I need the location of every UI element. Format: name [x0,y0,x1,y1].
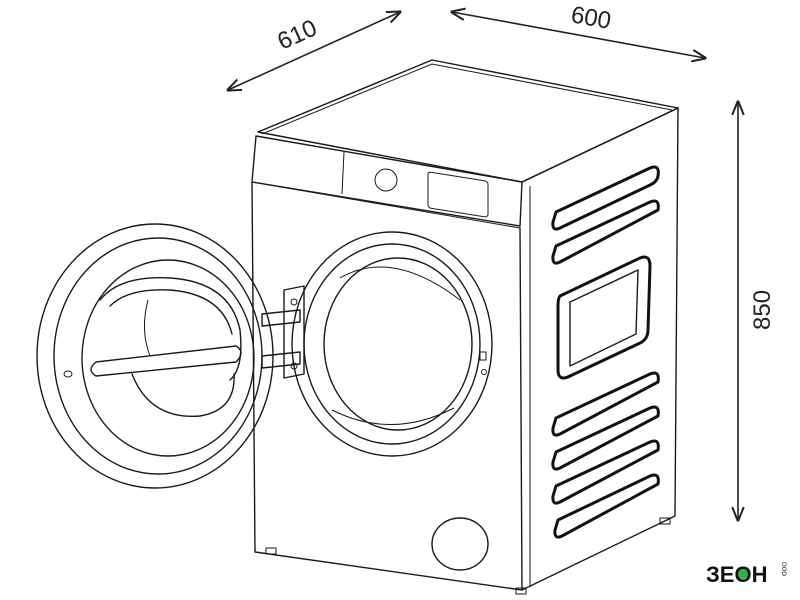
front-panel [251,181,523,591]
open-door [36,223,274,489]
depth-label: 610 [273,15,321,56]
filter-door [431,517,489,571]
feet [265,517,671,595]
door-hinges [261,285,305,379]
height-dimension: 850 [738,102,776,520]
side-window [556,255,652,380]
depth-dimension: 610 [228,12,400,90]
logo-accent-dot [738,569,748,579]
control-panel [251,135,523,227]
brand-tagline: ООО [780,562,786,576]
side-panel [521,107,679,591]
brand-name: ЗЕОН [706,562,767,587]
washing-machine [36,59,679,595]
program-knob [374,168,398,192]
width-dimension: 600 [452,1,705,58]
display-panel [427,171,489,218]
drum-opening [291,231,493,457]
side-vents [551,165,660,539]
width-label: 600 [569,1,613,35]
brand-logo: ЗЕОН ООО [706,562,786,587]
height-label: 850 [749,290,776,330]
top-panel [257,59,679,183]
